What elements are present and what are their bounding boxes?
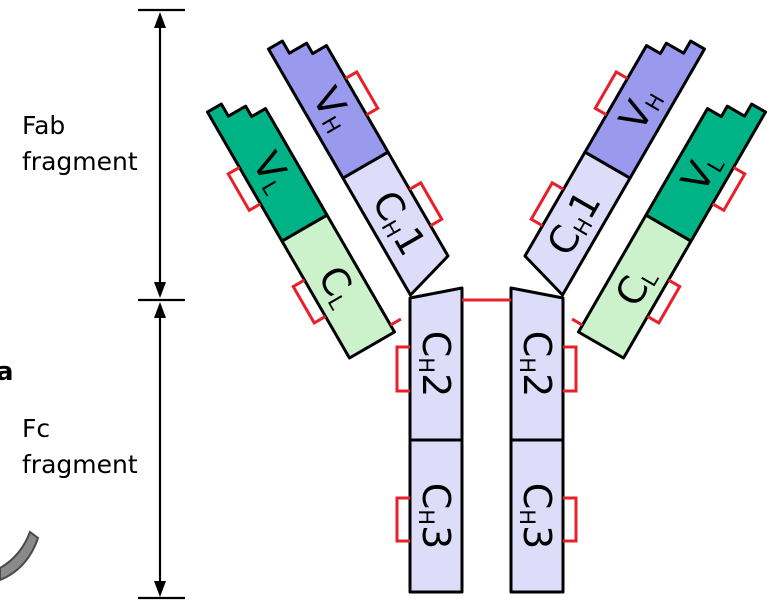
cropped-edge-letter: a	[0, 357, 14, 387]
right-ch3-label: CH3	[515, 483, 559, 550]
svg-text:CH3: CH3	[414, 483, 458, 550]
left-ch2-disulfide	[395, 345, 410, 393]
fab-dimension-marker	[138, 8, 185, 302]
right-ch1-disulfide	[529, 180, 565, 227]
left-vh-disulfide	[344, 69, 380, 117]
right-light-arm: CL VL	[571, 102, 768, 360]
right-ch3-domain	[509, 438, 565, 594]
left-vh-domain	[266, 39, 390, 180]
right-ch2-label: CH2	[515, 331, 559, 398]
fc-dimension-marker	[138, 302, 185, 600]
fc-label-line1: Fc	[22, 414, 50, 443]
fab-label-line1: Fab	[22, 111, 65, 140]
left-heavy-arm: CH1 VH	[266, 39, 450, 297]
right-cl-disulfide	[646, 278, 682, 325]
left-ch3-domain	[408, 438, 464, 594]
right-vh-disulfide	[593, 69, 629, 117]
right-interchain-disulfide	[571, 317, 584, 327]
left-cl-disulfide	[291, 278, 327, 325]
left-interchain-disulfide	[389, 317, 402, 327]
left-vl-domain	[205, 102, 329, 243]
cropped-edge-icon	[0, 530, 40, 582]
left-ch3-label: CH3	[414, 483, 458, 550]
left-ch1-disulfide	[408, 180, 444, 227]
left-light-arm: CL VL	[205, 102, 402, 360]
right-ch2-disulfide	[563, 345, 578, 393]
right-vl-domain	[644, 102, 768, 243]
right-ch3-disulfide	[563, 496, 578, 543]
right-heavy-arm: CH1 VH	[523, 39, 707, 297]
svg-text:CH2: CH2	[414, 331, 458, 398]
right-vh-domain	[583, 39, 707, 180]
left-vl-disulfide	[226, 166, 262, 213]
fc-label-line2: fragment	[22, 450, 138, 479]
svg-text:CH3: CH3	[515, 483, 559, 550]
left-ch3-disulfide	[395, 496, 410, 543]
svg-text:CH2: CH2	[515, 331, 559, 398]
fab-label-line2: fragment	[22, 147, 138, 176]
left-ch2-label: CH2	[414, 331, 458, 398]
right-vl-disulfide	[711, 166, 747, 213]
